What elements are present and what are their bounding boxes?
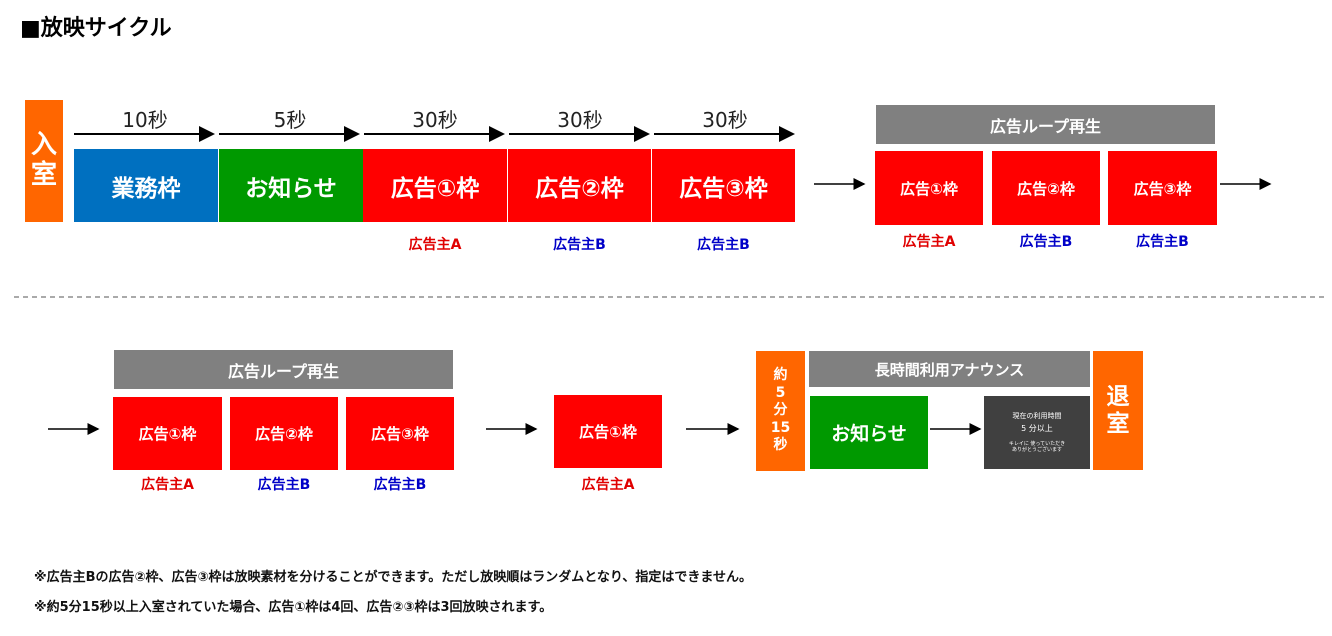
ad-slot-2: 広告②枠 bbox=[508, 149, 651, 222]
footnote: ※約5分15秒以上入室されていた場合、広告①枠は4回、広告②③枠は3回放映されま… bbox=[34, 600, 553, 615]
advertiser-label: 広告主A bbox=[408, 237, 462, 253]
time-box: 約 5 分 15 秒 bbox=[756, 351, 805, 471]
ad-loop-header: 広告ループ再生 bbox=[876, 105, 1215, 144]
duration-label: 30秒 bbox=[412, 108, 458, 132]
loop-ad-slot-3: 広告③枠 bbox=[1108, 151, 1217, 225]
time-char: 約 bbox=[773, 367, 788, 384]
advertiser-label: 広告主B bbox=[1136, 234, 1189, 250]
loop-ad-slot-2: 広告②枠 bbox=[992, 151, 1100, 225]
enter-char-2: 室 bbox=[30, 160, 57, 190]
duration-label: 30秒 bbox=[557, 108, 603, 132]
advertiser-label: 広告主A bbox=[902, 234, 956, 250]
advertiser-label: 広告主B bbox=[1019, 234, 1073, 250]
screen-line: ありがとうございます bbox=[1011, 447, 1062, 454]
duration-label: 30秒 bbox=[702, 108, 748, 132]
duration-label: 5秒 bbox=[273, 108, 307, 132]
ad-loop-header: 広告ループ再生 bbox=[114, 350, 453, 389]
enter-char-1: 入 bbox=[30, 130, 57, 161]
enter-room-box: 入 室 bbox=[25, 100, 63, 222]
loop-ad-slot-1: 広告①枠 bbox=[875, 151, 983, 225]
exit-char-2: 室 bbox=[1106, 410, 1130, 437]
ad-slot-1: 広告①枠 bbox=[363, 149, 507, 222]
notice-slot: お知らせ bbox=[219, 149, 363, 222]
time-char: 15 bbox=[770, 419, 791, 436]
page-title: ■放映サイクル bbox=[20, 16, 172, 41]
time-char: 5 bbox=[775, 384, 786, 401]
loop-ad-slot-2: 広告②枠 bbox=[230, 397, 338, 470]
notice-slot: お知らせ bbox=[810, 396, 928, 469]
business-slot: 業務枠 bbox=[74, 149, 218, 222]
time-char: 分 bbox=[773, 402, 788, 419]
screen-line: 現在の利用時間 bbox=[1012, 411, 1062, 420]
single-ad-slot: 広告①枠 bbox=[554, 395, 662, 468]
time-char: 秒 bbox=[773, 437, 788, 454]
exit-room-box: 退 室 bbox=[1093, 351, 1143, 470]
duration-label: 10秒 bbox=[122, 108, 168, 132]
announcement-header: 長時間利用アナウンス bbox=[809, 351, 1090, 387]
ad-slot-3: 広告③枠 bbox=[652, 149, 795, 222]
advertiser-label: 広告主A bbox=[141, 477, 194, 493]
footnote: ※広告主Bの広告②枠、広告③枠は放映素材を分けることができます。ただし放映順はラ… bbox=[34, 570, 752, 585]
advertiser-label: 広告主B bbox=[553, 237, 606, 253]
advertiser-label: 広告主B bbox=[697, 237, 750, 253]
screen-line: キレイに 使っていただき bbox=[1008, 441, 1066, 448]
advertiser-label: 広告主B bbox=[257, 477, 311, 493]
advertiser-label: 広告主A bbox=[581, 477, 635, 493]
loop-ad-slot-1: 広告①枠 bbox=[113, 397, 222, 470]
usage-screen: 現在の利用時間 5 分以上 キレイに 使っていただき ありがとうございます bbox=[984, 396, 1090, 469]
screen-line: 5 分以上 bbox=[1021, 423, 1053, 433]
advertiser-label: 広告主B bbox=[373, 477, 427, 493]
exit-char-1: 退 bbox=[1106, 384, 1130, 411]
loop-ad-slot-3: 広告③枠 bbox=[346, 397, 454, 470]
